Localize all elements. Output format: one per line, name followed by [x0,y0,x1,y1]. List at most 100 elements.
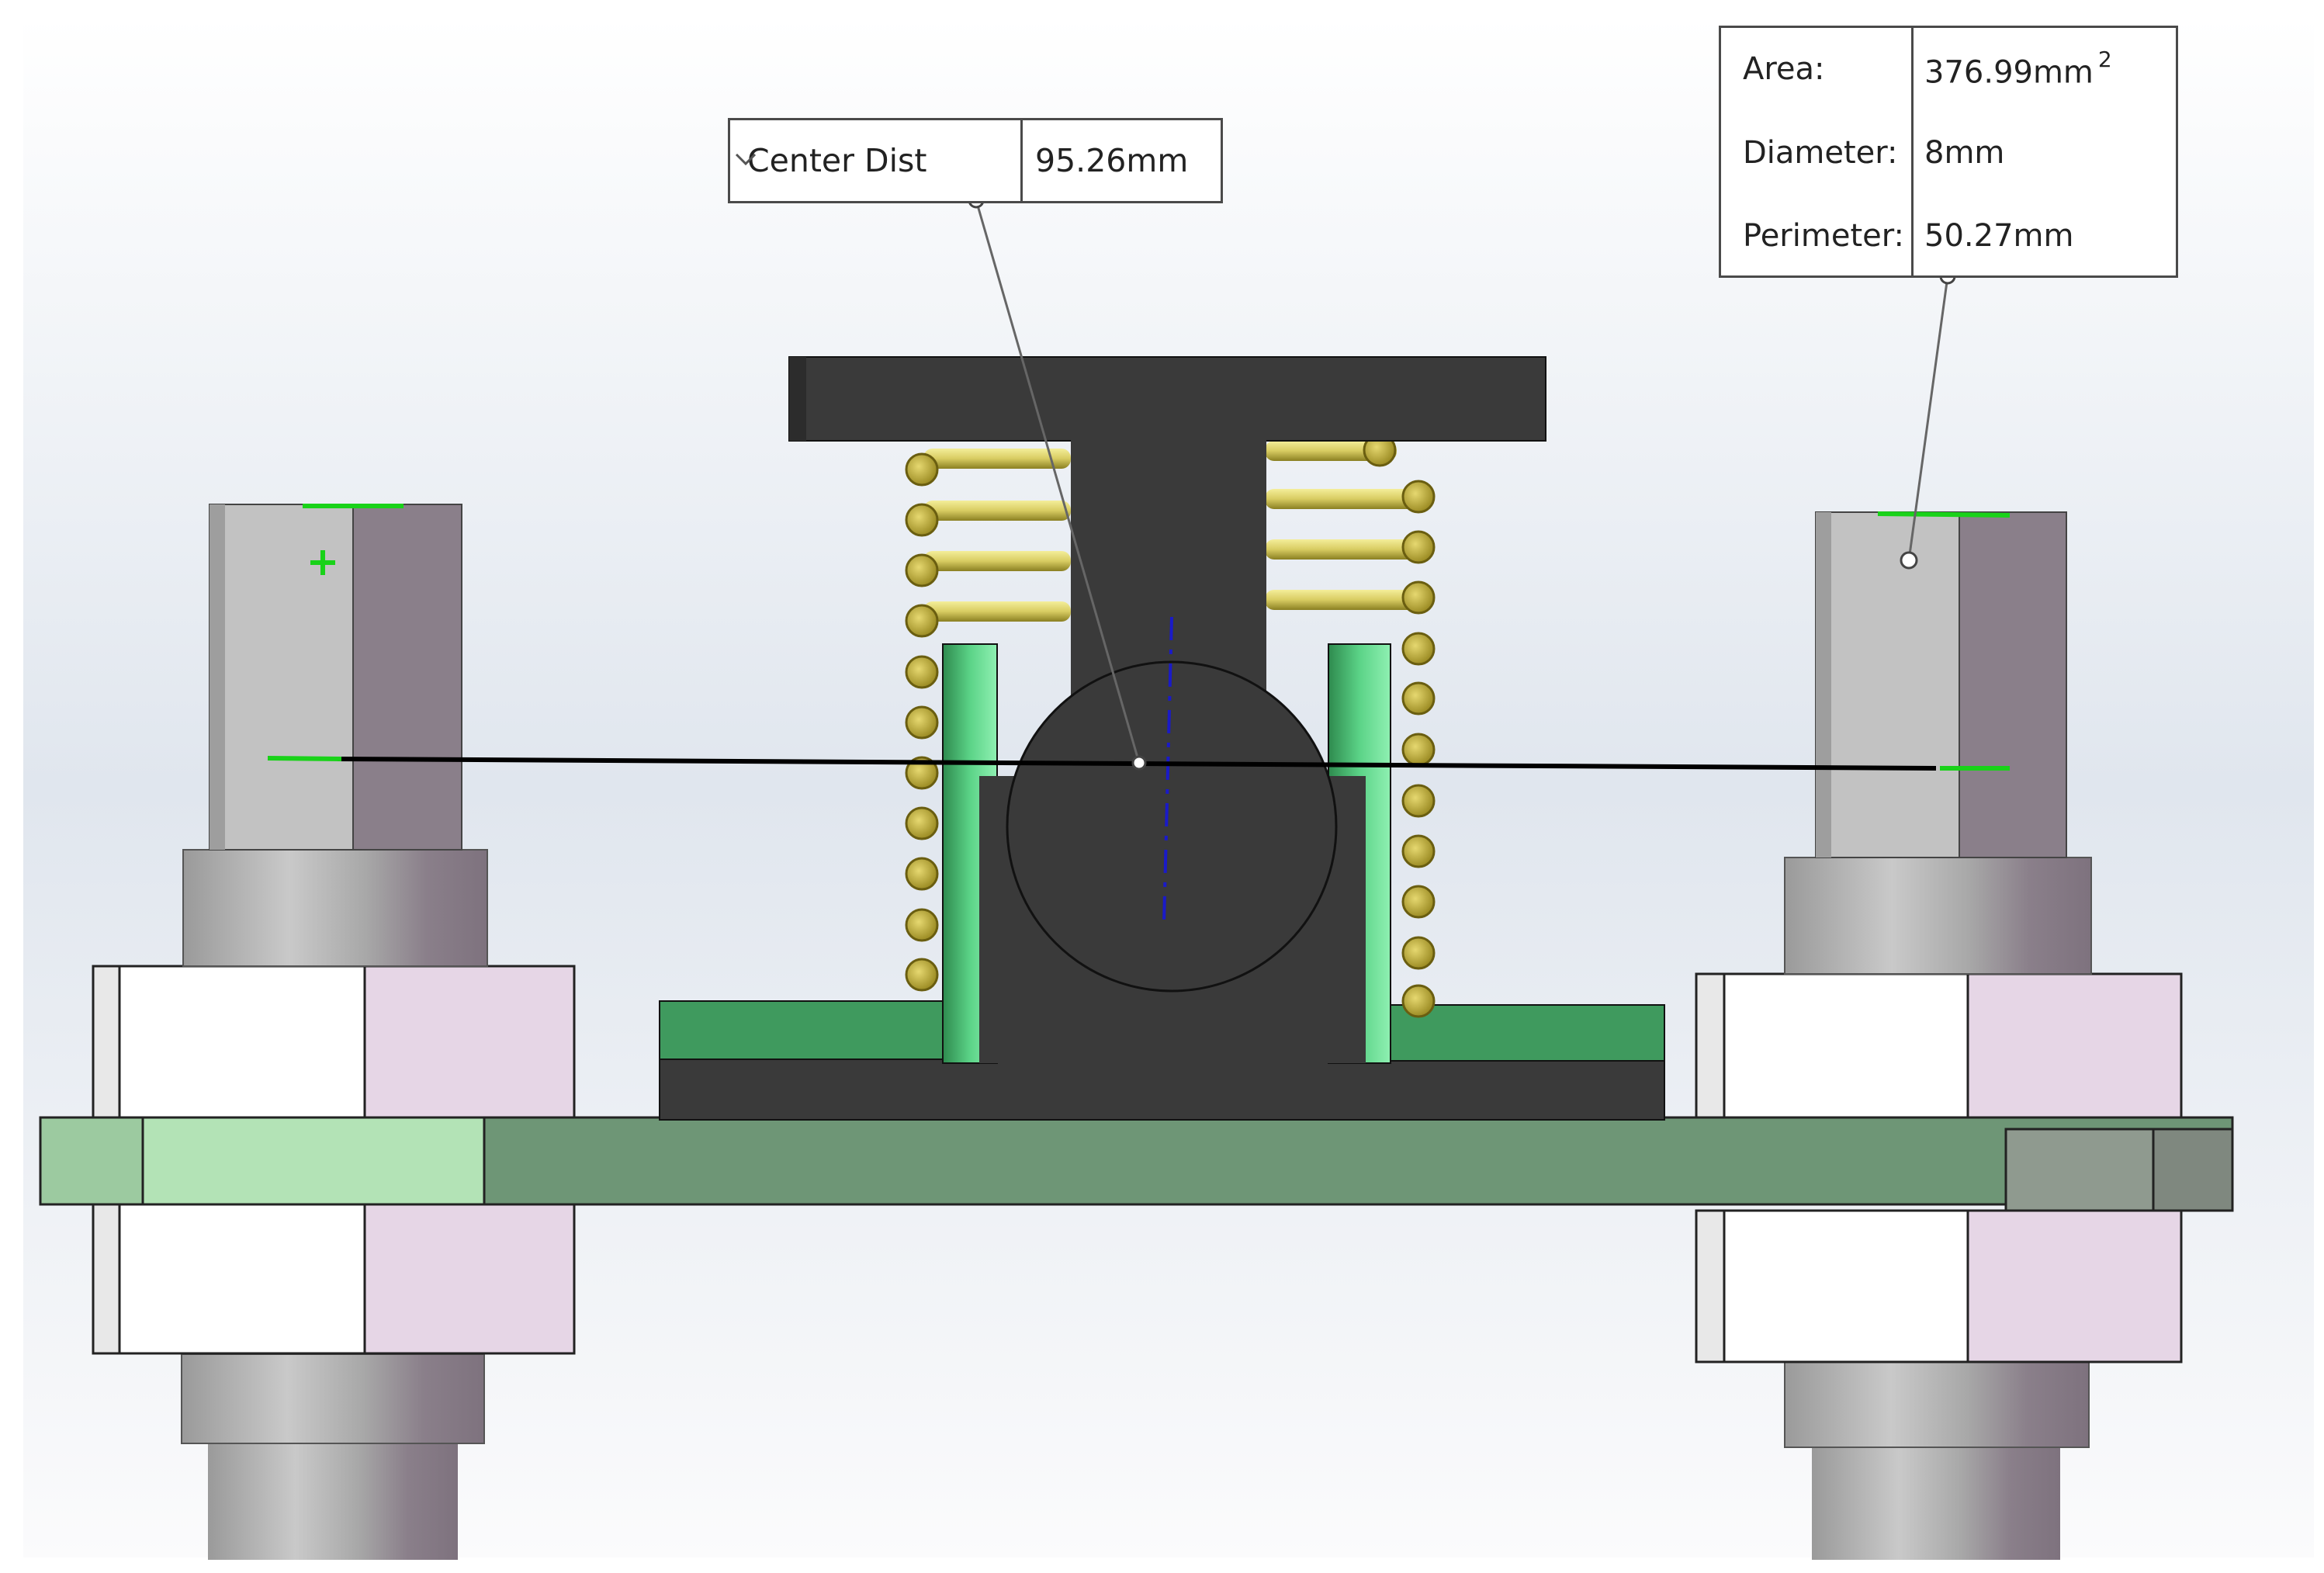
center-axis-line [1162,616,1173,924]
right-bolt-shank-lower [1812,1447,2060,1560]
plate-right-end [2152,1128,2234,1212]
right-nut-lower-side [1966,1209,2183,1363]
callout-leaders [975,199,1949,764]
plate-left-highlight [141,1116,486,1206]
spring-coil [1265,590,1420,610]
spring-coil [923,551,1071,571]
spring-coil [923,501,1071,521]
housing-neck-lower [979,776,1366,1009]
right-bolt-head-front [1815,511,1960,858]
right-nut-upper-side [1966,972,2183,1127]
left-nut-lower-chamfer [92,1203,121,1355]
spring-coil-end [1401,733,1436,767]
housing-foot [979,1001,1366,1063]
diameter-label: Diameter: [1743,135,1898,171]
spring-coil-end [905,503,939,537]
spring-coil-end [1401,580,1436,615]
right-nut-upper-chamfer [1695,972,1726,1127]
center-distance-callout[interactable]: Center Dist 95.26mm [728,118,1223,203]
spring-coil-end [905,655,939,689]
spring-coil-end [905,553,939,587]
left-bolt-head-side [352,504,462,851]
spring-coil-end [905,958,939,992]
spring-coil-end [1401,834,1436,868]
spring-coil-end [905,806,939,840]
spring-left-ends [905,452,939,992]
selection-highlights [267,504,2011,771]
left-bolt[interactable] [92,504,576,1560]
area-value: 376.99mm [1924,54,2094,91]
area-unit-exponent: 2 [2097,47,2112,72]
diameter-value: 8mm [1924,135,2005,171]
spring-coil-end [905,908,939,942]
housing-stem [1071,439,1266,695]
chevron-down-icon[interactable] [730,144,761,175]
left-nut-upper-front [92,965,366,1123]
mounting-plate[interactable] [39,1116,2234,1212]
right-nut-lower-front [1695,1209,1969,1363]
housing-top-flange-edge [789,357,806,441]
left-nut-lower-side [363,1203,576,1355]
selected-edge-left-mid [267,756,342,761]
center-dist-leader [975,199,1141,764]
center-distance-value: 95.26mm [1035,142,1189,179]
right-nut-lower-collar [1784,1357,2090,1448]
left-bolt-shank-lower [208,1443,458,1560]
spring-coil-end [905,857,939,891]
plate-left-end [39,1116,144,1206]
right-bolt-collar [1784,857,2092,975]
property-leader [1907,275,1949,561]
housing-top-flange [788,356,1546,442]
left-nut-upper-side [363,965,576,1123]
measure-mode-dropdown[interactable]: Center Dist [730,120,1023,201]
base-dark-lower [659,1058,1665,1121]
selected-edge-right-top [1877,511,2011,518]
left-nut-lower-front [92,1203,366,1355]
spring-coil [1265,539,1420,560]
spring-coil-end [1401,885,1436,919]
spring-coil-end [1401,784,1436,818]
leader-anchor [1131,755,1147,771]
spring-right-ends [1363,433,1436,1018]
right-bolt[interactable] [1695,511,2183,1560]
spring-coil-end [1401,632,1436,666]
spring-coil [923,601,1071,622]
base-green-left [659,1000,967,1060]
spring-left[interactable] [923,449,1071,622]
perimeter-row: Perimeter: 50.27mm [1721,212,2176,258]
diameter-row: Diameter: 8mm [1721,129,2176,175]
left-nut-lower-collar [181,1353,485,1444]
base-green-right [1359,1004,1665,1062]
right-nut-lower-chamfer [1695,1209,1726,1363]
damper-housing[interactable] [788,356,1546,1063]
leader-anchor [1900,551,1918,570]
spring-coil [923,449,1071,469]
left-bolt-head-edge [210,504,225,850]
right-nut-upper-front [1695,972,1969,1127]
callout-divider [1911,28,1914,275]
spring-coil-end [1401,480,1436,514]
spring-right[interactable] [1265,441,1420,610]
spring-coil-end [905,604,939,638]
spring-coil-end [905,452,939,487]
measure-mode-label: Center Dist [747,142,927,179]
spring-coil-end [1401,936,1436,970]
perimeter-label: Perimeter: [1743,218,1904,254]
left-nut-upper-chamfer [92,965,121,1123]
left-bolt-collar [182,849,488,967]
spring-coil-end [905,756,939,790]
right-bolt-head-side [1959,511,2067,858]
ball-joint-outline [1006,660,1338,993]
plate-right-grey [2004,1128,2155,1212]
right-bolt-head-edge [1816,512,1831,858]
perimeter-value: 50.27mm [1924,218,2074,254]
area-label: Area: [1743,51,1825,87]
spring-coil-end [1401,681,1436,715]
left-bolt-head-front [209,504,354,851]
spring-coil-end [905,705,939,740]
spring-coil-end [1401,530,1436,564]
